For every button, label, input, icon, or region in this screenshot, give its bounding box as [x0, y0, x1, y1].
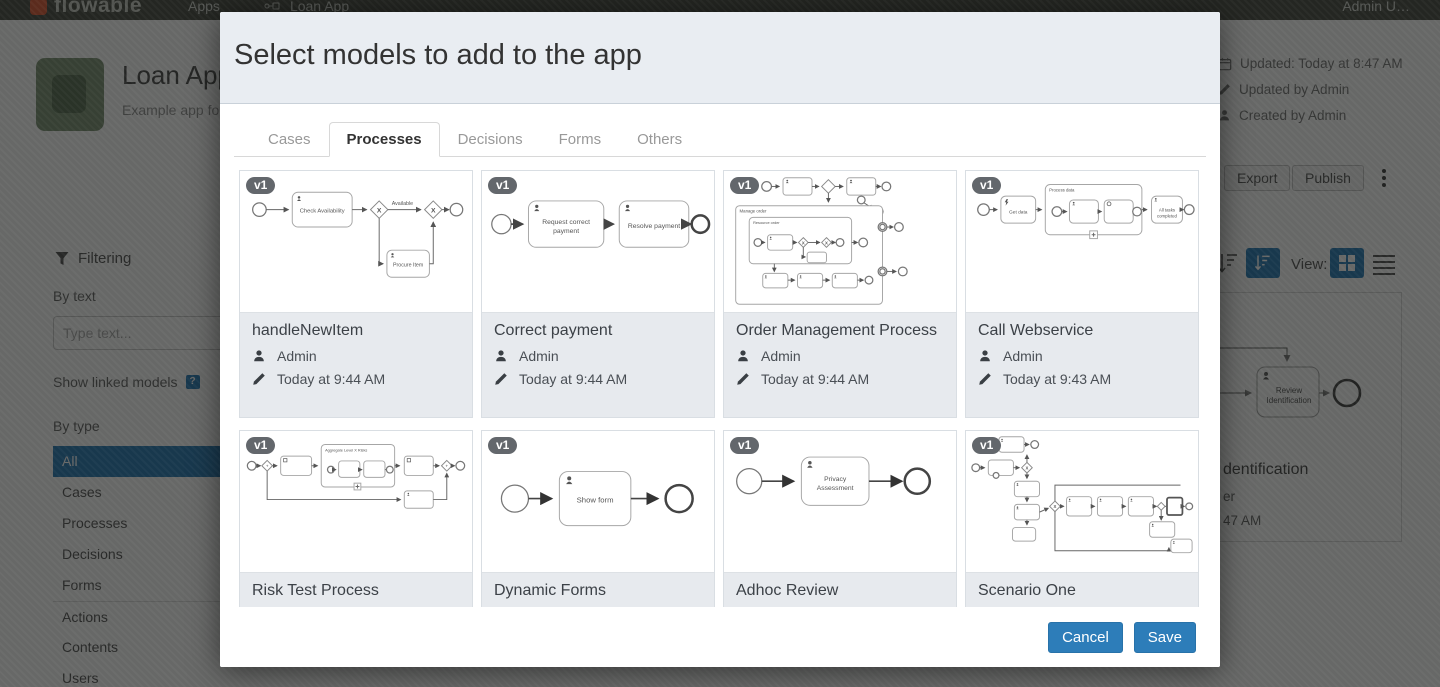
- save-button[interactable]: Save: [1133, 621, 1196, 653]
- svg-text:Resolve payment: Resolve payment: [628, 223, 680, 230]
- dialog-title: Select models to add to the app: [234, 39, 642, 71]
- bpmn-thumbnail: v1: [724, 171, 956, 312]
- version-badge: v1: [246, 437, 276, 454]
- card-updated: Today at 9:43 AM: [1003, 371, 1112, 387]
- model-card-grid: v1 Check Availability X Available X: [239, 170, 1199, 667]
- svg-text:Resource order: Resource order: [753, 221, 780, 225]
- pencil-icon: [737, 373, 749, 385]
- version-badge: v1: [246, 177, 276, 194]
- card-footer: Call Webservice Admin Today at 9:43 AM: [966, 312, 1198, 417]
- version-badge: v1: [972, 177, 1002, 194]
- card-author: Admin: [1003, 348, 1043, 364]
- card-title: handleNewItem: [252, 322, 364, 339]
- select-models-dialog: Select models to add to the app Cases Pr…: [220, 12, 1220, 667]
- bpmn-thumbnail: v1 Show form: [482, 431, 714, 572]
- person-icon: [738, 350, 748, 362]
- tab-decisions[interactable]: Decisions: [457, 131, 523, 148]
- svg-text:+: +: [266, 465, 269, 470]
- version-badge: v1: [730, 437, 760, 454]
- svg-text:X: X: [825, 240, 828, 245]
- svg-text:Privacy: Privacy: [824, 476, 847, 483]
- card-author: Admin: [761, 348, 801, 364]
- tab-cases[interactable]: Cases: [268, 131, 311, 148]
- card-title: Risk Test Process: [252, 582, 379, 599]
- svg-text:completed: completed: [1157, 213, 1178, 218]
- person-icon: [254, 350, 264, 362]
- version-badge: v1: [730, 177, 760, 194]
- tab-forms[interactable]: Forms: [558, 131, 602, 148]
- card-footer: Order Management Process Admin Today at …: [724, 312, 956, 417]
- svg-text:Aggregate Level X Risks: Aggregate Level X Risks: [325, 448, 367, 452]
- bpmn-thumbnail: v1 Privacy Assessment: [724, 431, 956, 572]
- model-card[interactable]: v1 Check Availability X Available X: [239, 170, 473, 418]
- pencil-icon: [253, 373, 265, 385]
- svg-text:Assessment: Assessment: [817, 485, 854, 492]
- tab-processes[interactable]: Processes: [328, 122, 440, 157]
- dialog-footer: Cancel Save: [220, 607, 1220, 667]
- svg-text:Manage order: Manage order: [740, 209, 768, 214]
- svg-text:All tasks: All tasks: [1159, 208, 1175, 213]
- bpmn-thumbnail: v1 Get data Process data: [966, 171, 1198, 312]
- svg-text:Check Availability: Check Availability: [300, 209, 345, 215]
- card-title: Scenario One: [978, 582, 1076, 599]
- dialog-header: Select models to add to the app: [220, 12, 1220, 104]
- model-card[interactable]: v1 Get data Process data: [965, 170, 1199, 418]
- bpmn-thumbnail: v1 X: [966, 431, 1198, 572]
- svg-text:Available: Available: [392, 201, 413, 207]
- card-title: Call Webservice: [978, 322, 1094, 339]
- card-title: Adhoc Review: [736, 582, 839, 599]
- card-updated: Today at 9:44 AM: [519, 371, 628, 387]
- svg-text:X: X: [431, 208, 436, 215]
- version-badge: v1: [488, 177, 518, 194]
- card-title: Order Management Process: [736, 322, 937, 339]
- svg-text:Process data: Process data: [1049, 187, 1075, 192]
- svg-text:Show form: Show form: [577, 495, 614, 504]
- card-author: Admin: [519, 348, 559, 364]
- svg-text:X: X: [1054, 504, 1057, 509]
- model-type-tabs: Cases Processes Decisions Forms Others: [234, 122, 1206, 157]
- version-badge: v1: [972, 437, 1002, 454]
- card-footer: handleNewItem Admin Today at 9:44 AM: [240, 312, 472, 417]
- person-icon: [496, 350, 506, 362]
- model-card[interactable]: v1 Request correct payment Resolve payme…: [481, 170, 715, 418]
- svg-text:X: X: [802, 240, 805, 245]
- svg-text:X: X: [377, 208, 382, 215]
- model-card[interactable]: v1: [723, 170, 957, 418]
- bpmn-thumbnail: v1 Request correct payment Resolve payme…: [482, 171, 714, 312]
- svg-text:+: +: [445, 465, 448, 470]
- cancel-button[interactable]: Cancel: [1048, 621, 1123, 653]
- svg-text:Procure Item: Procure Item: [393, 263, 424, 269]
- svg-text:Get data: Get data: [1009, 209, 1028, 215]
- tab-others[interactable]: Others: [637, 131, 683, 148]
- svg-text:payment: payment: [553, 228, 579, 235]
- card-title: Dynamic Forms: [494, 582, 607, 599]
- card-title: Correct payment: [494, 322, 613, 339]
- pencil-icon: [979, 373, 991, 385]
- person-icon: [980, 350, 990, 362]
- bpmn-thumbnail: v1 + Aggregate Level X Risks: [240, 431, 472, 572]
- card-updated: Today at 9:44 AM: [761, 371, 870, 387]
- card-author: Admin: [277, 348, 317, 364]
- svg-text:Request correct: Request correct: [542, 219, 590, 226]
- bpmn-thumbnail: v1 Check Availability X Available X: [240, 171, 472, 312]
- card-updated: Today at 9:44 AM: [277, 371, 386, 387]
- card-footer: Correct payment Admin Today at 9:44 AM: [482, 312, 714, 417]
- pencil-icon: [495, 373, 507, 385]
- svg-text:X: X: [1026, 466, 1029, 471]
- version-badge: v1: [488, 437, 518, 454]
